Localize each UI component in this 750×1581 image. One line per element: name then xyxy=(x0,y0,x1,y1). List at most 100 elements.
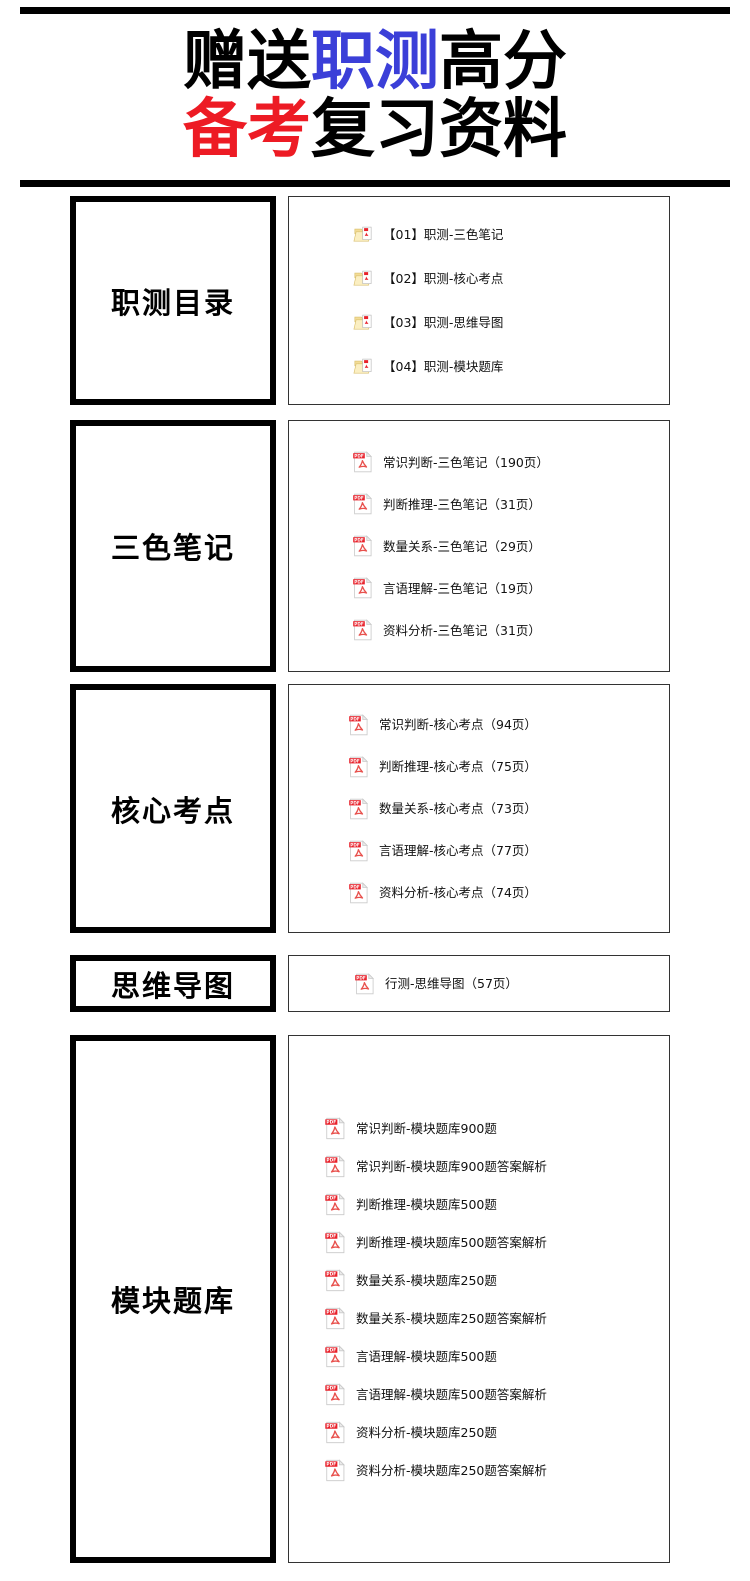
file-panel-core-points: PDF 常识判断-核心考点（94页） PDF 判断推理-核心考点（75页） xyxy=(288,684,670,933)
svg-text:PDF: PDF xyxy=(354,621,364,626)
list-item[interactable]: 【02】职测-核心考点 xyxy=(289,257,669,301)
title-seg-2: 职测 xyxy=(311,25,439,99)
file-name: 判断推理-模块题库500题答案解析 xyxy=(356,1234,547,1250)
file-list-module-question-bank: PDF 常识判断-模块题库900题 PDF 常识判断-模块题库900题答案解析 xyxy=(289,1109,669,1489)
pdf-icon: PDF xyxy=(353,619,373,641)
title-seg-5: 复习资料 xyxy=(311,93,567,167)
list-item[interactable]: PDF 资料分析-三色笔记（31页） xyxy=(289,609,669,651)
section-label-box-three-color-notes: 三色笔记 xyxy=(70,420,276,672)
file-name: 【02】职测-核心考点 xyxy=(383,271,504,286)
section-three-color-notes: 三色笔记 PDF 常识判断-三色笔记（190页） xyxy=(0,420,750,672)
svg-text:PDF: PDF xyxy=(326,1157,336,1163)
pdf-icon: PDF xyxy=(353,451,373,473)
list-item[interactable]: PDF 数量关系-核心考点（73页） xyxy=(289,788,669,830)
svg-text:PDF: PDF xyxy=(326,1347,336,1353)
file-list-catalog: 【01】职测-三色笔记 【02】职测-核心考点 xyxy=(289,213,669,389)
folder-icon xyxy=(353,358,372,373)
file-name: 【01】职测-三色笔记 xyxy=(383,227,504,242)
svg-text:PDF: PDF xyxy=(350,758,360,763)
section-label-box-module-question-bank: 模块题库 xyxy=(70,1035,276,1563)
file-name: 行测-思维导图（57页） xyxy=(385,976,518,991)
file-name: 常识判断-核心考点（94页） xyxy=(379,717,537,732)
file-name: 判断推理-三色笔记（31页） xyxy=(383,496,541,512)
section-module-question-bank: 模块题库 PDF 常识判断-模块题库900题 xyxy=(0,1035,750,1563)
list-item[interactable]: 【04】职测-模块题库 xyxy=(289,345,669,389)
file-list-core-points: PDF 常识判断-核心考点（94页） PDF 判断推理-核心考点（75页） xyxy=(289,704,669,914)
svg-text:PDF: PDF xyxy=(350,842,360,847)
title-seg-1: 赠送 xyxy=(183,25,311,99)
section-label-box-catalog: 职测目录 xyxy=(70,196,276,405)
list-item[interactable]: PDF 判断推理-模块题库500题答案解析 xyxy=(289,1223,669,1261)
svg-text:PDF: PDF xyxy=(356,975,366,980)
svg-text:PDF: PDF xyxy=(354,579,364,584)
list-item[interactable]: PDF 判断推理-核心考点（75页） xyxy=(289,746,669,788)
list-item[interactable]: PDF 常识判断-三色笔记（190页） xyxy=(289,441,669,483)
section-label-three-color-notes: 三色笔记 xyxy=(110,531,235,565)
list-item[interactable]: PDF 常识判断-模块题库900题 xyxy=(289,1109,669,1147)
pdf-icon: PDF xyxy=(349,713,369,735)
svg-text:PDF: PDF xyxy=(354,453,364,458)
file-name: 资料分析-核心考点（74页） xyxy=(379,885,537,900)
svg-text:PDF: PDF xyxy=(326,1119,336,1125)
list-item[interactable]: PDF 数量关系-模块题库250题 xyxy=(289,1261,669,1299)
file-panel-three-color-notes: PDF 常识判断-三色笔记（190页） PDF 判断推理-三色笔记（31页） xyxy=(288,420,670,672)
header-banner: 赠送职测高分 备考复习资料 xyxy=(0,14,750,178)
list-item[interactable]: PDF 言语理解-模块题库500题答案解析 xyxy=(289,1375,669,1413)
file-name: 言语理解-三色笔记（19页） xyxy=(383,580,541,596)
list-item[interactable]: PDF 数量关系-模块题库250题答案解析 xyxy=(289,1299,669,1337)
pdf-icon: PDF xyxy=(325,1192,345,1215)
folder-icon xyxy=(353,314,372,329)
file-list-three-color-notes: PDF 常识判断-三色笔记（190页） PDF 判断推理-三色笔记（31页） xyxy=(289,441,669,651)
pdf-icon: PDF xyxy=(325,1306,345,1329)
list-item[interactable]: PDF 言语理解-模块题库500题 xyxy=(289,1337,669,1375)
svg-text:PDF: PDF xyxy=(326,1309,336,1315)
list-item[interactable]: PDF 言语理解-核心考点（77页） xyxy=(289,830,669,872)
header-bottom-rule xyxy=(20,180,730,187)
list-item[interactable]: PDF 行测-思维导图（57页） xyxy=(289,962,669,1006)
section-label-core-points: 核心考点 xyxy=(110,793,235,828)
svg-text:PDF: PDF xyxy=(326,1233,336,1239)
list-item[interactable]: PDF 资料分析-模块题库250题 xyxy=(289,1413,669,1451)
svg-text:PDF: PDF xyxy=(350,884,360,889)
file-name: 资料分析-三色笔记（31页） xyxy=(383,622,541,638)
list-item[interactable]: PDF 判断推理-三色笔记（31页） xyxy=(289,483,669,525)
list-item[interactable]: PDF 言语理解-三色笔记（19页） xyxy=(289,567,669,609)
list-item[interactable]: PDF 判断推理-模块题库500题 xyxy=(289,1185,669,1223)
file-name: 【03】职测-思维导图 xyxy=(383,315,504,330)
folder-icon xyxy=(353,226,372,241)
pdf-icon: PDF xyxy=(353,577,373,599)
folder-icon xyxy=(353,270,372,285)
list-item[interactable]: PDF 资料分析-核心考点（74页） xyxy=(289,872,669,914)
pdf-icon: PDF xyxy=(353,493,373,515)
section-catalog: 职测目录 【01】职测-三色笔记 xyxy=(0,196,750,405)
section-label-module-question-bank: 模块题库 xyxy=(110,1284,235,1318)
list-item[interactable]: PDF 资料分析-模块题库250题答案解析 xyxy=(289,1451,669,1489)
svg-text:PDF: PDF xyxy=(350,800,360,805)
file-name: 资料分析-模块题库250题答案解析 xyxy=(356,1462,547,1478)
section-label-box-core-points: 核心考点 xyxy=(70,684,276,933)
section-label-catalog: 职测目录 xyxy=(110,285,235,320)
list-item[interactable]: PDF 常识判断-核心考点（94页） xyxy=(289,704,669,746)
pdf-icon: PDF xyxy=(325,1268,345,1291)
file-panel-catalog: 【01】职测-三色笔记 【02】职测-核心考点 xyxy=(288,196,670,405)
file-name: 常识判断-模块题库900题答案解析 xyxy=(356,1158,547,1174)
title-seg-3: 高分 xyxy=(439,25,567,99)
title-line-1: 赠送职测高分 xyxy=(183,30,567,94)
list-item[interactable]: 【03】职测-思维导图 xyxy=(289,301,669,345)
section-core-points: 核心考点 PDF 常识判断-核心考点（94页） xyxy=(0,684,750,933)
pdf-icon: PDF xyxy=(353,535,373,557)
svg-text:PDF: PDF xyxy=(354,537,364,542)
list-item[interactable]: PDF 数量关系-三色笔记（29页） xyxy=(289,525,669,567)
file-name: 言语理解-模块题库500题答案解析 xyxy=(356,1386,547,1402)
list-item[interactable]: 【01】职测-三色笔记 xyxy=(289,213,669,257)
file-name: 言语理解-模块题库500题 xyxy=(356,1348,497,1364)
pdf-icon: PDF xyxy=(325,1154,345,1177)
svg-text:PDF: PDF xyxy=(350,716,360,721)
list-item[interactable]: PDF 常识判断-模块题库900题答案解析 xyxy=(289,1147,669,1185)
file-name: 判断推理-模块题库500题 xyxy=(356,1196,497,1212)
file-name: 数量关系-模块题库250题 xyxy=(356,1272,497,1288)
pdf-icon: PDF xyxy=(355,972,375,994)
file-list-mind-map: PDF 行测-思维导图（57页） xyxy=(289,962,669,1006)
section-label-box-mind-map: 思维导图 xyxy=(70,955,276,1012)
